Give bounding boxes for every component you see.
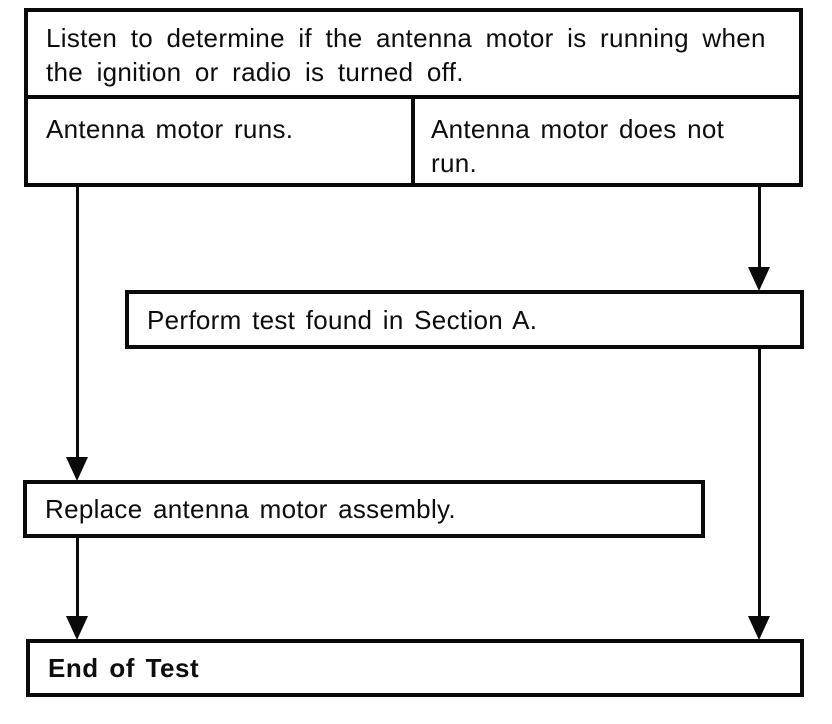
perform-test-box: Perform test found in Section A.: [125, 290, 804, 349]
perform-test-text: Perform test found in Section A.: [147, 304, 538, 335]
down-arrowhead-icon: [748, 267, 770, 291]
branch-right-box: Antenna motor does not run.: [411, 95, 803, 187]
branch-left-box: Antenna motor runs.: [24, 95, 415, 187]
down-arrowhead-icon: [66, 457, 88, 481]
connector-left-branch-line: [76, 186, 79, 458]
replace-assembly-text: Replace antenna motor assembly.: [45, 494, 456, 524]
connector-replace-to-end-line: [76, 538, 79, 617]
end-of-test-box: End of Test: [26, 639, 804, 697]
branch-left-text: Antenna motor runs.: [46, 114, 294, 144]
down-arrowhead-icon: [66, 616, 88, 640]
connector-perform-to-end-line: [758, 349, 761, 617]
start-box: Listen to determine if the antenna motor…: [24, 8, 803, 99]
start-box-text: Listen to determine if the antenna motor…: [46, 23, 766, 87]
branch-right-text: Antenna motor does not run.: [431, 114, 725, 178]
down-arrowhead-icon: [748, 616, 770, 640]
connector-right-branch-line: [758, 186, 761, 268]
end-of-test-text: End of Test: [48, 653, 200, 683]
replace-assembly-box: Replace antenna motor assembly.: [23, 480, 705, 538]
